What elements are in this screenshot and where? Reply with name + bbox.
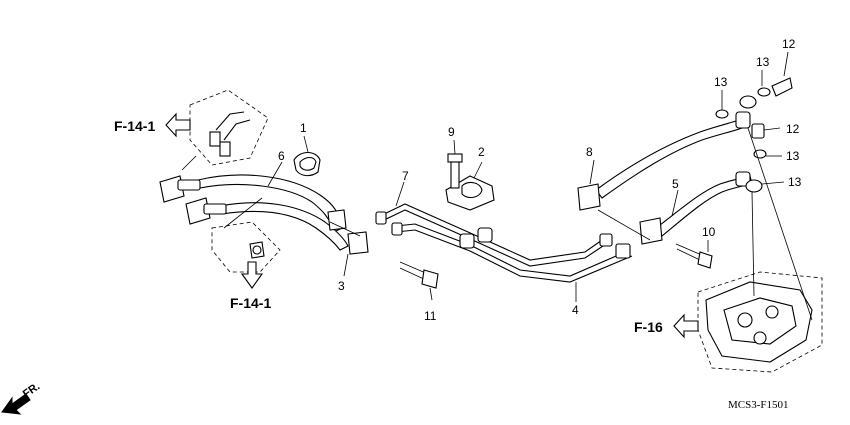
leader-lines xyxy=(181,51,813,321)
callout-4: 4 xyxy=(572,303,579,317)
reference-label-lower-left: F-14-1 xyxy=(230,295,271,311)
callout-13-a: 13 xyxy=(714,75,728,89)
detail-box-upper-left xyxy=(189,89,269,166)
brake-caliper xyxy=(705,281,813,363)
brake-pipe-4 xyxy=(395,223,633,283)
callout-10: 10 xyxy=(702,225,716,239)
callout-9: 9 xyxy=(448,125,455,139)
reference-arrow-lower-left xyxy=(240,261,264,289)
callout-6: 6 xyxy=(278,149,285,163)
callout-11: 11 xyxy=(424,309,437,323)
reference-label-upper-left: F-14-1 xyxy=(114,118,155,134)
callout-13-c: 13 xyxy=(786,149,800,163)
callout-3: 3 xyxy=(338,279,345,293)
front-direction-arrow xyxy=(1,393,31,415)
bolts-12 xyxy=(751,77,793,139)
callout-7: 7 xyxy=(402,169,409,183)
bolt-11 xyxy=(399,261,439,289)
callout-2: 2 xyxy=(478,145,485,159)
callout-12-a: 12 xyxy=(782,37,796,51)
callout-13-d: 13 xyxy=(788,175,802,189)
bolt-10 xyxy=(675,243,713,269)
right-hose-brackets xyxy=(577,111,751,245)
reference-arrow-upper-left xyxy=(165,112,191,138)
detail-box-lower-left xyxy=(211,221,281,273)
hose-clamp-1 xyxy=(293,151,321,177)
pipe-fittings xyxy=(375,211,631,259)
callout-13-b: 13 xyxy=(756,55,770,69)
left-hose-brackets xyxy=(159,175,369,255)
reference-label-right: F-16 xyxy=(634,319,663,335)
detail-box-caliper xyxy=(697,271,823,373)
lower-left-fitting xyxy=(249,241,265,259)
callout-5: 5 xyxy=(672,177,679,191)
callout-8: 8 xyxy=(586,145,593,159)
callout-12-b: 12 xyxy=(786,122,800,136)
reference-arrow-right xyxy=(673,313,699,339)
callout-1: 1 xyxy=(300,121,307,135)
brake-pipe-7 xyxy=(379,203,607,267)
upper-left-fittings xyxy=(209,111,251,157)
diagram-code: MCS3-F1501 xyxy=(728,399,789,411)
brake-hose-6 xyxy=(197,174,349,251)
